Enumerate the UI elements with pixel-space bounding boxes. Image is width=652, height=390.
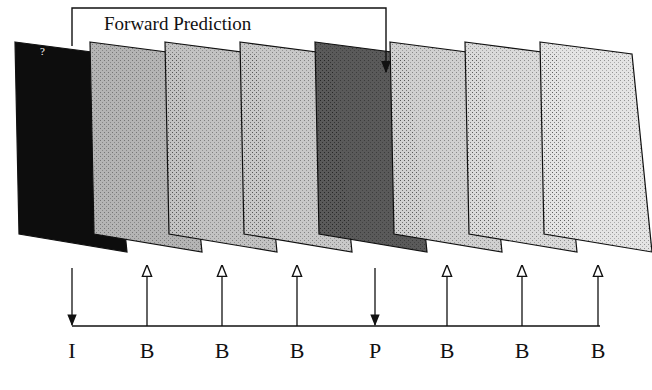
frame-type-label: B — [440, 340, 455, 362]
arrow-label: Forward Prediction — [104, 14, 251, 33]
frame-mark: ? — [40, 46, 45, 57]
frame-type-arrow — [446, 266, 447, 326]
time-axis — [72, 325, 600, 326]
frame-type-arrow — [374, 268, 375, 325]
frame-type-arrow — [597, 266, 598, 326]
frame-type-label: B — [591, 340, 606, 362]
video-frame — [540, 42, 652, 252]
frame-type-arrow — [296, 266, 297, 326]
frame-type-arrow — [71, 268, 72, 325]
frame-texture — [540, 42, 652, 252]
frame-type-label: B — [215, 340, 230, 362]
frame-type-arrow — [521, 266, 522, 326]
frame-type-arrow — [221, 266, 222, 326]
frame-type-label: B — [140, 340, 155, 362]
frame-type-label: I — [68, 340, 75, 362]
prediction-arrow — [72, 8, 386, 72]
frame-type-arrow — [146, 266, 147, 326]
frame-type-label: B — [290, 340, 305, 362]
frame-type-label: P — [369, 340, 381, 362]
frame-type-label: B — [515, 340, 530, 362]
